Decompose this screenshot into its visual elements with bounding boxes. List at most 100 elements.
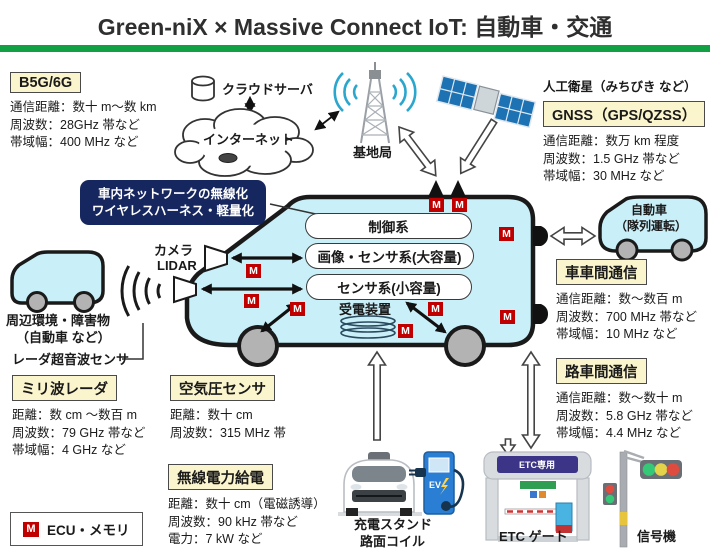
- base-station-label: 基地局: [353, 145, 393, 160]
- roof-antenna: [428, 180, 444, 197]
- charging-stand-label: 充電スタンド: [354, 517, 433, 532]
- spec-line: 帯域幅：30 MHz など: [543, 169, 665, 183]
- panel-mmwave: ミリ波レーダ 距離：数 cm ～数百 m 周波数：79 GHz 帯など 帯域幅：…: [12, 375, 145, 460]
- spec-line: 帯域幅：4 GHz など: [12, 443, 126, 457]
- surroundings-label-2: （自動車 など）: [16, 330, 111, 345]
- wheel: [73, 291, 95, 313]
- panel-b5g-title: B5G/6G: [10, 72, 82, 93]
- legend: M ECU・メモリ: [10, 512, 143, 546]
- platoon-car: [598, 195, 708, 262]
- cloud-server-label: クラウドサーバ: [222, 82, 313, 97]
- traffic-light-icon: [603, 449, 682, 548]
- ecu-memory-marker: M: [244, 294, 259, 308]
- spec-line: 周波数：315 MHz 帯: [170, 425, 286, 440]
- satellite-caption: 人工衛星（みちびき など）: [543, 80, 697, 94]
- lidar-label: LIDAR: [157, 258, 197, 273]
- spec-line: 周波数：28GHz 帯など: [10, 117, 140, 132]
- spec-line: 周波数：90 kHz 帯など: [168, 514, 298, 529]
- panel-v2v: 車車間通信 通信距離：数～数百 m 周波数：700 MHz 帯など 帯域幅：10…: [556, 259, 697, 344]
- radar-sensor-label: レーダ超音波センサ: [12, 352, 130, 367]
- in-vehicle-network-callout: 車内ネットワークの無線化 ワイヤレスハーネス・軽量化: [80, 180, 266, 225]
- panel-wpt-title: 無線電力給電: [168, 464, 273, 490]
- etc-gate-icon: ETC専用: [483, 451, 592, 542]
- receiver-coil-icon: [340, 315, 396, 339]
- base-station-icon: [333, 62, 417, 144]
- camera-label: カメラ: [154, 243, 194, 258]
- power-receiver-label: 受電装置: [339, 302, 392, 317]
- ecu-memory-marker: M: [398, 324, 413, 338]
- legend-label: ECU・メモリ: [47, 523, 130, 538]
- wheel: [615, 238, 639, 262]
- ev-text: EV: [429, 480, 441, 490]
- page-title: Green-niX × Massive Connect IoT: 自動車・交通: [97, 14, 613, 40]
- ecu-memory-marker: M: [428, 302, 443, 316]
- system-box-control: 制御系: [305, 213, 472, 239]
- spec-line: 周波数：700 MHz 帯など: [556, 309, 697, 324]
- etc-sign-text: ETC専用: [519, 459, 555, 470]
- spec-line: 帯域幅：10 MHz など: [556, 327, 678, 341]
- internet-cloud: [174, 108, 314, 177]
- ecu-memory-marker: M: [499, 227, 514, 241]
- spec-line: 周波数：5.8 GHz 帯など: [556, 408, 693, 423]
- panel-gnss: GNSS（GPS/QZSS） 通信距離：数万 km 程度 周波数：1.5 GHz…: [543, 101, 706, 186]
- spec-line: 通信距離：数万 km 程度: [543, 134, 680, 148]
- spec-line: 距離：数十 cm: [170, 408, 253, 422]
- wheel: [237, 325, 279, 367]
- roof-antenna: [450, 180, 466, 197]
- ecu-memory-marker: M: [290, 302, 305, 316]
- system-box-image-sensor: 画像・センサ系(大容量): [305, 243, 474, 269]
- satellite-icon: [435, 75, 537, 129]
- ecu-memory-marker: M: [246, 264, 261, 278]
- internet-label: インターネット: [203, 132, 295, 147]
- arrow-satellite-vehicle: [459, 118, 498, 175]
- wheel: [444, 325, 486, 367]
- radio-waves-icon: [333, 72, 417, 112]
- camera-lidar-sensor: [173, 275, 197, 304]
- spec-line: 帯域幅：400 MHz など: [10, 135, 139, 149]
- spec-line: 通信距離：数～数百 m: [556, 292, 683, 306]
- ev-car-icon: [338, 452, 422, 516]
- system-box-sensor: センサ系(小容量): [306, 274, 472, 300]
- panel-v2i-title: 路車間通信: [556, 358, 647, 384]
- spec-line: 周波数：1.5 GHz 帯など: [543, 151, 680, 166]
- ecu-memory-marker: M: [500, 310, 515, 324]
- ultrasonic-waves-icon: [120, 265, 162, 317]
- spec-line: 帯域幅：4.4 MHz など: [556, 426, 682, 440]
- panel-tire-pressure: 空気圧センサ 距離：数十 cm 周波数：315 MHz 帯: [170, 375, 286, 442]
- panel-v2v-title: 車車間通信: [556, 259, 647, 285]
- arrow-vehicle-etc: [521, 350, 541, 450]
- spec-line: 距離：数 cm ～数百 m: [12, 408, 137, 422]
- left-car: [10, 250, 105, 313]
- etc-gate-label: ETC ゲート: [499, 529, 568, 544]
- radar-label-leader: [122, 323, 144, 360]
- ecu-memory-marker: M: [452, 198, 467, 212]
- arrow-charger-coil: [367, 350, 387, 441]
- camera-lidar-sensor: [204, 244, 228, 273]
- spec-line: 通信距離：数十 m～数 km: [10, 100, 157, 114]
- panel-wireless-power: 無線電力給電 距離：数十 cm（電磁誘導） 周波数：90 kHz 帯など 電力：…: [168, 464, 326, 549]
- ecu-memory-marker: M: [23, 521, 39, 537]
- platoon-label-2: （隊列運転）: [615, 219, 688, 233]
- ev-charger-icon: EV: [409, 451, 465, 515]
- spec-line: 通信距離：数～数十 m: [556, 391, 683, 405]
- arrow-internet-basestation: [314, 110, 340, 131]
- arrow-down-etc: [499, 438, 517, 457]
- traffic-light-label: 信号機: [637, 529, 677, 544]
- spec-line: 電力：7 kW など: [168, 532, 263, 546]
- callout-line1: 車内ネットワークの無線化: [97, 186, 248, 201]
- callout-line2: ワイヤレスハーネス・軽量化: [91, 203, 255, 218]
- surroundings-label-1: 周辺環境・障害物: [6, 313, 111, 328]
- arrow-vehicle-platoon: [549, 226, 597, 246]
- arrow-basestation-vehicle: [398, 125, 437, 177]
- panel-v2i: 路車間通信 通信距離：数～数十 m 周波数：5.8 GHz 帯など 帯域幅：4.…: [556, 358, 693, 443]
- platoon-label-1: 自動車: [631, 203, 668, 217]
- panel-b5g: B5G/6G 通信距離：数十 m～数 km 周波数：28GHz 帯など 帯域幅：…: [10, 72, 157, 152]
- panel-tire-title: 空気圧センサ: [170, 375, 275, 401]
- road-coil-label: 路面コイル: [360, 534, 426, 549]
- panel-mmwave-title: ミリ波レーダ: [12, 375, 117, 401]
- cloud-server-icon: [191, 75, 215, 102]
- spec-line: 周波数：79 GHz 帯など: [12, 425, 146, 440]
- side-connector: [533, 304, 548, 324]
